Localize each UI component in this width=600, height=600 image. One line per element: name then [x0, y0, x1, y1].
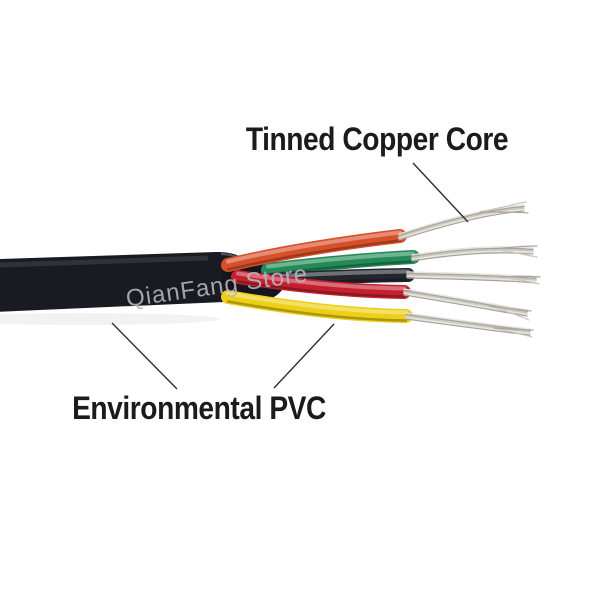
- strand: [405, 316, 531, 335]
- strand: [403, 294, 528, 317]
- label-environmental-pvc: Environmental PVC: [72, 390, 326, 426]
- leader-line-pvc-right: [273, 323, 335, 389]
- strand-fan: [499, 275, 541, 278]
- strand-fan: [489, 305, 530, 321]
- strand: [403, 288, 528, 311]
- strands-red: [403, 288, 532, 321]
- sheath-body: [0, 252, 250, 312]
- strand-fan: [479, 211, 529, 214]
- sheath-top-highlight: [0, 255, 209, 268]
- leader-line-pvc-left: [111, 322, 178, 390]
- leader-line-copper-core: [412, 162, 469, 223]
- cable-shadow: [0, 313, 220, 325]
- strand: [403, 291, 528, 314]
- strand-fan: [494, 248, 538, 258]
- strand: [403, 292, 528, 316]
- strand-fan: [499, 276, 540, 285]
- strands-orange: [398, 201, 529, 241]
- strand-fan: [493, 327, 534, 331]
- strand: [405, 313, 531, 332]
- label-tinned-copper-core: Tinned Copper Core: [245, 121, 509, 157]
- strand-fan: [494, 245, 538, 250]
- strands-yellow: [405, 312, 534, 338]
- strand-fan: [489, 305, 532, 312]
- strands-black: [406, 271, 541, 285]
- strands-green: [411, 245, 538, 262]
- strand-fan: [479, 201, 527, 213]
